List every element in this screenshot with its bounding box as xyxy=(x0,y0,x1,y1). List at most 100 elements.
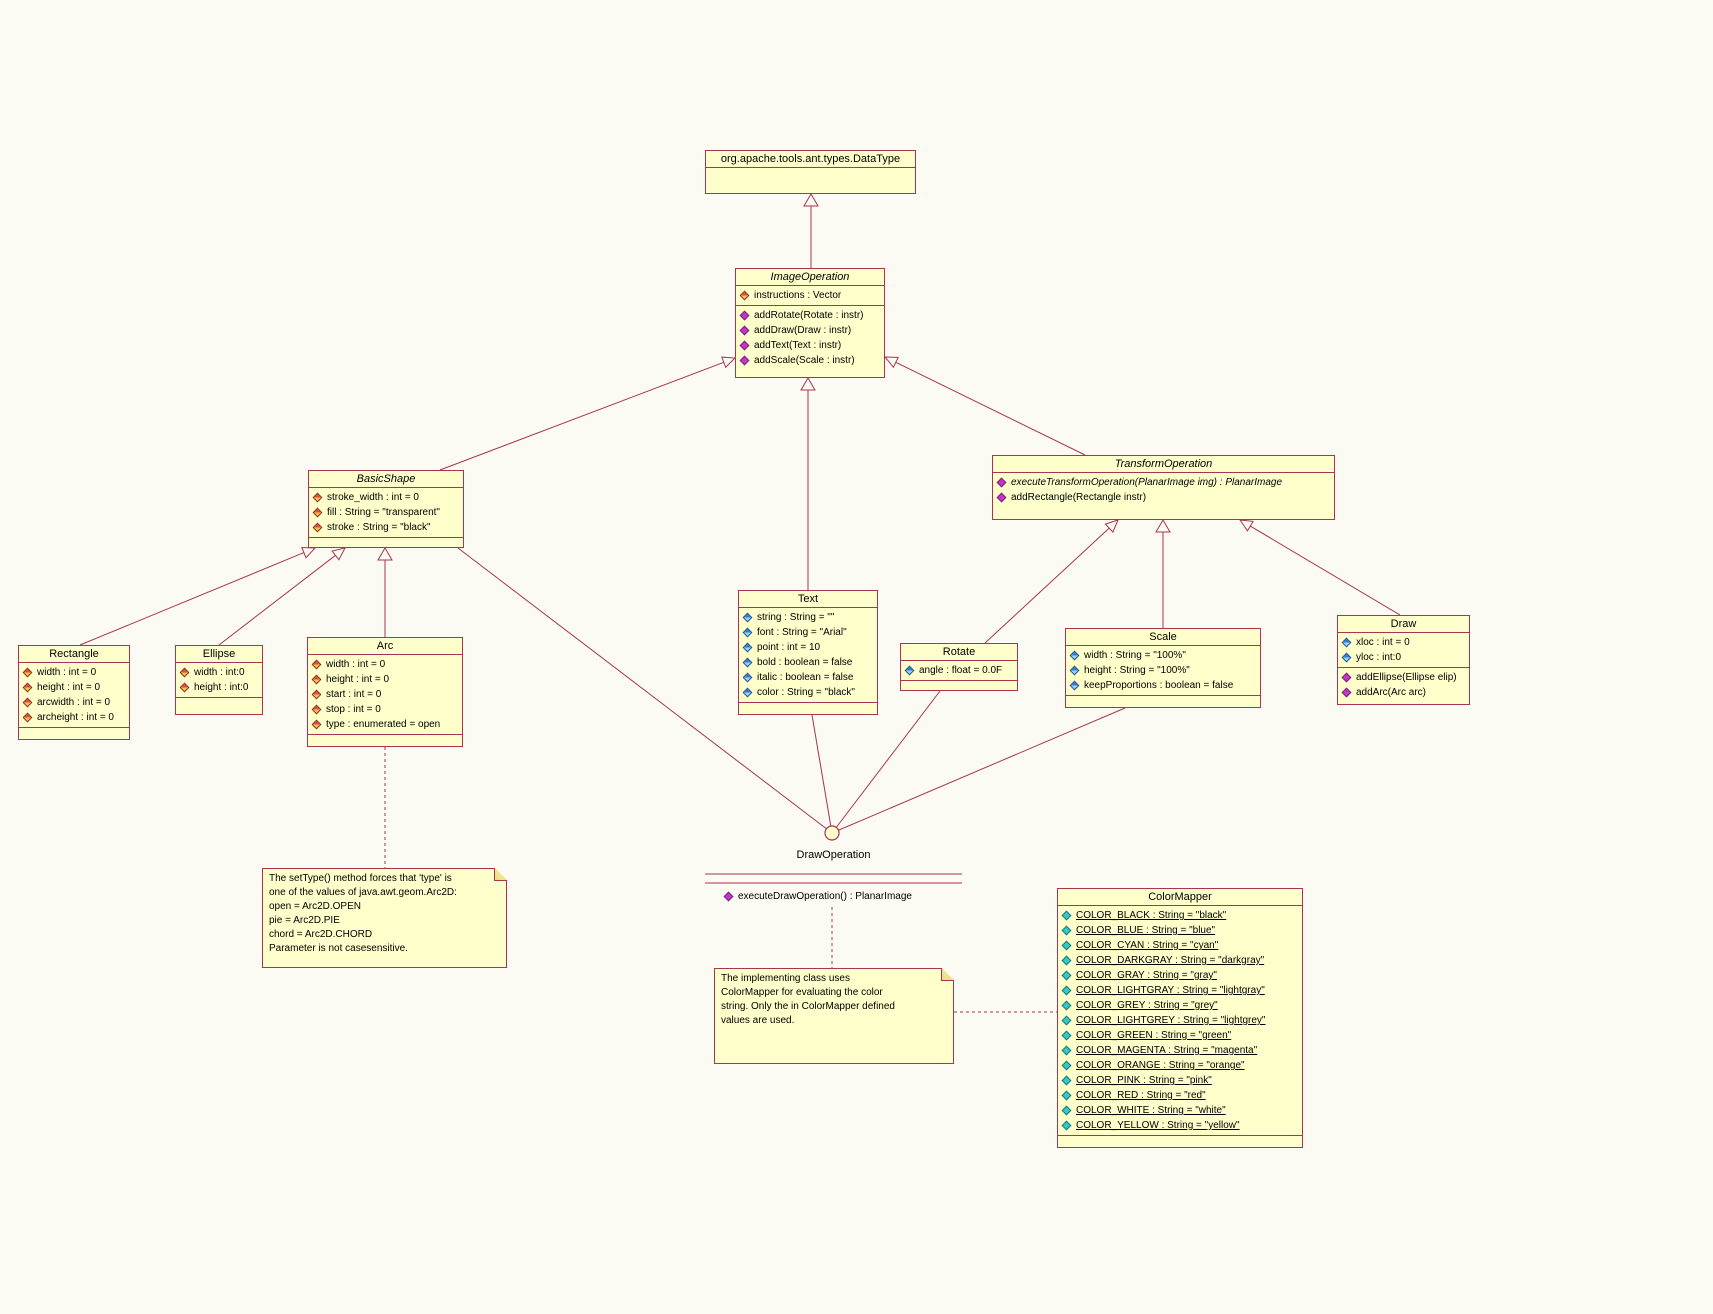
constant-icon xyxy=(1061,985,1072,996)
class-draw[interactable]: Draw xloc : int = 0 yloc : int:0 addElli… xyxy=(1337,615,1470,705)
note-colormapper-usage[interactable]: The implementing class uses ColorMapper … xyxy=(714,968,954,1064)
attribute-row: color : String = "black" xyxy=(739,685,877,700)
empty-compartment xyxy=(1066,695,1260,707)
constant-row: COLOR_LIGHTGREY : String = "lightgrey" xyxy=(1058,1013,1302,1028)
interface-drawoperation-method: executeDrawOperation() : PlanarImage xyxy=(723,889,912,904)
attribute-icon xyxy=(311,689,322,700)
constant-icon xyxy=(1061,970,1072,981)
class-title: Text xyxy=(739,591,877,608)
attribute-row: width : int = 0 xyxy=(308,657,462,672)
note-text: The implementing class uses ColorMapper … xyxy=(721,973,895,1026)
attribute-row: stroke : String = "black" xyxy=(309,520,463,535)
constant-row: COLOR_WHITE : String = "white" xyxy=(1058,1103,1302,1118)
empty-compartment xyxy=(706,168,915,193)
class-title: ImageOperation xyxy=(736,269,884,286)
constant-row: COLOR_RED : String = "red" xyxy=(1058,1088,1302,1103)
constant-icon xyxy=(1061,1030,1072,1041)
attributes-compartment: width : int = 0 height : int = 0 arcwidt… xyxy=(19,663,129,727)
class-datatype[interactable]: org.apache.tools.ant.types.DataType xyxy=(705,150,916,194)
constant-icon xyxy=(1061,910,1072,921)
class-rotate[interactable]: Rotate angle : float = 0.0F xyxy=(900,643,1018,691)
attribute-text: height : String = "100%" xyxy=(1084,665,1190,676)
attribute-icon xyxy=(311,704,322,715)
class-text[interactable]: Text string : String = "" font : String … xyxy=(738,590,878,715)
attributes-compartment: string : String = "" font : String = "Ar… xyxy=(739,608,877,702)
attribute-row: stroke_width : int = 0 xyxy=(309,490,463,505)
attribute-row: height : int = 0 xyxy=(19,680,129,695)
interface-drawoperation-title[interactable]: DrawOperation xyxy=(796,849,871,861)
class-arc[interactable]: Arc width : int = 0 height : int = 0 sta… xyxy=(307,637,463,747)
constant-text: COLOR_RED : String = "red" xyxy=(1076,1090,1206,1101)
attribute-icon xyxy=(742,612,753,623)
constant-row: COLOR_GREY : String = "grey" xyxy=(1058,998,1302,1013)
attribute-text: type : enumerated = open xyxy=(326,719,441,730)
empty-compartment xyxy=(1058,1135,1302,1147)
edge-arc-to-basicshape xyxy=(377,547,393,637)
interface-lollipop-icon xyxy=(824,825,840,841)
attribute-text: width : int = 0 xyxy=(326,659,386,670)
attribute-row: xloc : int = 0 xyxy=(1338,635,1469,650)
constant-row: COLOR_BLACK : String = "black" xyxy=(1058,908,1302,923)
method-row: addRectangle(Rectangle instr) xyxy=(993,490,1334,505)
method-row: addText(Text : instr) xyxy=(736,338,884,353)
attribute-icon xyxy=(1341,652,1352,663)
class-scale[interactable]: Scale width : String = "100%" height : S… xyxy=(1065,628,1261,708)
class-imageoperation[interactable]: ImageOperation instructions : Vector add… xyxy=(735,268,885,378)
constant-text: COLOR_LIGHTGRAY : String = "lightgray" xyxy=(1076,985,1265,996)
class-title: Draw xyxy=(1338,616,1469,633)
attribute-text: arcwidth : int = 0 xyxy=(37,697,111,708)
constant-row: COLOR_BLUE : String = "blue" xyxy=(1058,923,1302,938)
constant-row: COLOR_DARKGRAY : String = "darkgray" xyxy=(1058,953,1302,968)
edge-ellipse-to-basicshape xyxy=(218,547,346,646)
note-arc-settype[interactable]: The setType() method forces that 'type' … xyxy=(262,868,507,968)
constant-icon xyxy=(1061,1075,1072,1086)
method-icon xyxy=(723,891,734,902)
constant-text: COLOR_BLUE : String = "blue" xyxy=(1076,925,1216,936)
class-title: Scale xyxy=(1066,629,1260,646)
edge-text-to-imageoperation xyxy=(800,377,816,590)
class-rectangle[interactable]: Rectangle width : int = 0 height : int =… xyxy=(18,645,130,740)
edge-rotate-to-transformoperation xyxy=(984,519,1119,644)
attribute-text: instructions : Vector xyxy=(754,290,842,301)
constant-row: COLOR_GREEN : String = "green" xyxy=(1058,1028,1302,1043)
attribute-text: stop : int = 0 xyxy=(326,704,381,715)
method-text: addRotate(Rotate : instr) xyxy=(754,310,864,321)
constant-text: COLOR_CYAN : String = "cyan" xyxy=(1076,940,1219,951)
method-icon xyxy=(1341,687,1352,698)
attribute-row: font : String = "Arial" xyxy=(739,625,877,640)
constant-icon xyxy=(1061,955,1072,966)
attribute-icon xyxy=(742,672,753,683)
constant-text: COLOR_YELLOW : String = "yellow" xyxy=(1076,1120,1240,1131)
method-icon xyxy=(996,477,1007,488)
attribute-text: width : int:0 xyxy=(194,667,245,678)
edge-text-to-drawoperation xyxy=(811,714,833,834)
constant-icon xyxy=(1061,1105,1072,1116)
attribute-row: bold : boolean = false xyxy=(739,655,877,670)
class-transformoperation[interactable]: TransformOperation executeTransformOpera… xyxy=(992,455,1335,520)
class-colormapper[interactable]: ColorMapper COLOR_BLACK : String = "blac… xyxy=(1057,888,1303,1148)
attributes-compartment: width : int = 0 height : int = 0 start :… xyxy=(308,655,462,734)
edge-rotate-to-drawoperation xyxy=(831,690,941,834)
method-row: addScale(Scale : instr) xyxy=(736,353,884,368)
attribute-row: archeight : int = 0 xyxy=(19,710,129,725)
constant-row: COLOR_YELLOW : String = "yellow" xyxy=(1058,1118,1302,1133)
interface-separator-lines xyxy=(705,873,962,884)
method-row: executeTransformOperation(PlanarImage im… xyxy=(993,475,1334,490)
constant-text: COLOR_GRAY : String = "gray" xyxy=(1076,970,1217,981)
attribute-icon xyxy=(312,507,323,518)
class-title: Ellipse xyxy=(176,646,262,663)
class-ellipse[interactable]: Ellipse width : int:0 height : int:0 xyxy=(175,645,263,715)
methods-compartment: addEllipse(Ellipse elip) addArc(Arc arc) xyxy=(1338,667,1469,704)
constant-icon xyxy=(1061,1120,1072,1131)
constant-text: COLOR_PINK : String = "pink" xyxy=(1076,1075,1212,1086)
class-basicshape[interactable]: BasicShape stroke_width : int = 0 fill :… xyxy=(308,470,464,548)
attributes-compartment: stroke_width : int = 0 fill : String = "… xyxy=(309,488,463,537)
edge-basicshape-to-drawoperation xyxy=(457,547,833,834)
empty-compartment xyxy=(901,680,1017,690)
constant-text: COLOR_LIGHTGREY : String = "lightgrey" xyxy=(1076,1015,1266,1026)
attribute-icon xyxy=(22,682,33,693)
methods-compartment: addRotate(Rotate : instr) addDraw(Draw :… xyxy=(736,305,884,377)
attribute-row: height : int:0 xyxy=(176,680,262,695)
attribute-icon xyxy=(1341,637,1352,648)
